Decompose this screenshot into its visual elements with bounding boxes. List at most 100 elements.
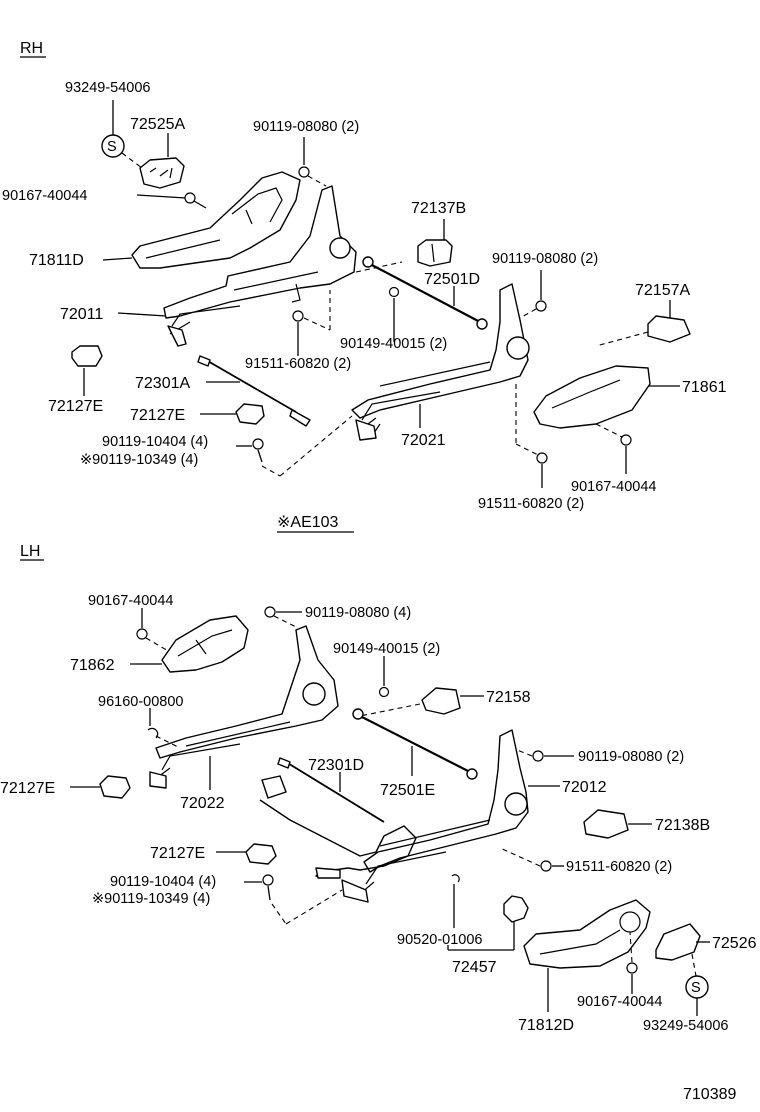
part-label: 91511-60820 (2)	[245, 356, 351, 372]
clip-72127e-shape	[235, 403, 265, 425]
bolt-icon	[264, 606, 276, 618]
leader-line	[117, 312, 167, 317]
knob-72457-shape	[503, 895, 529, 923]
section-label-rh: RH	[20, 40, 43, 57]
s-mark-letter: S	[691, 980, 701, 996]
dashed-leader	[359, 703, 421, 717]
rod-end	[352, 708, 364, 720]
section-label-lh: LH	[20, 543, 40, 560]
dashed-leader	[145, 637, 171, 653]
bolt-icon	[292, 310, 304, 322]
cap-72137b-shape	[417, 239, 453, 267]
part-label: 90167-40044	[88, 593, 173, 609]
cover-detail	[177, 629, 233, 657]
part-label: 72157A	[635, 282, 690, 299]
dashed-leader	[273, 615, 299, 629]
dashed-leader	[303, 317, 331, 331]
part-label: 72011	[60, 306, 103, 323]
part-label: 91511-60820 (2)	[566, 859, 672, 875]
rod-end	[466, 768, 478, 780]
cover-72525a-shape	[139, 157, 185, 189]
track-end	[341, 879, 369, 903]
clip-72127e-shape	[71, 345, 103, 367]
bolt-icon	[536, 452, 548, 464]
part-label: 71812D	[518, 1017, 574, 1034]
part-label: 90119-08080 (4)	[305, 605, 411, 621]
bolt-icon	[540, 860, 552, 872]
part-label: 90167-40044	[577, 994, 662, 1010]
dashed-leader	[279, 415, 353, 477]
track-end	[355, 419, 377, 441]
part-label: 72021	[401, 432, 446, 449]
part-label: 90167-40044	[2, 188, 87, 204]
part-label: 71811D	[29, 252, 84, 269]
cable-end	[289, 409, 311, 427]
cover-detail	[149, 167, 173, 179]
rod-72501e	[359, 715, 471, 773]
bolt-shank	[193, 200, 207, 209]
bolt-icon	[184, 192, 196, 204]
track-end	[149, 771, 167, 789]
s-mark-letter: S	[107, 139, 117, 155]
part-label: 90119-08080 (2)	[578, 749, 684, 765]
leader-line	[136, 194, 187, 199]
cover-71812d-shape	[523, 899, 651, 969]
dashed-leader	[121, 152, 143, 169]
seat-track-72012-shape	[363, 729, 529, 873]
rod-72501d	[369, 263, 481, 323]
part-label: 72301A	[135, 375, 190, 392]
part-label: 96160-00800	[98, 694, 183, 710]
part-label: 72501E	[380, 782, 435, 799]
bracket-72138b-shape	[583, 809, 629, 839]
cable-72301a	[205, 359, 297, 413]
bolt-shank	[257, 449, 263, 463]
part-label: 72127E	[0, 780, 55, 797]
dashed-leader	[307, 175, 327, 187]
dashed-leader	[691, 953, 697, 977]
part-label: ※90119-10349 (4)	[80, 452, 198, 468]
bolt-icon	[298, 166, 310, 178]
dashed-leader	[511, 747, 533, 757]
clip-72127e-shape	[245, 843, 277, 865]
part-label: 72158	[486, 689, 531, 706]
lever-assembly	[259, 799, 417, 879]
part-label: 72301D	[308, 757, 364, 774]
rod-end	[476, 318, 488, 330]
dashed-leader	[519, 308, 537, 319]
bolt-icon	[262, 874, 274, 886]
track-pivot	[302, 682, 326, 706]
dashed-leader	[285, 889, 343, 925]
cover-detail	[145, 187, 283, 259]
part-label: 93249-54006	[65, 80, 150, 96]
bracket-72158-shape	[421, 687, 461, 715]
part-label: 72525A	[130, 116, 185, 133]
part-label: 72127E	[150, 845, 205, 862]
cover-detail	[539, 929, 621, 955]
dashed-leader	[515, 443, 539, 456]
part-label: 91511-60820 (2)	[478, 496, 584, 512]
track-detail	[359, 361, 491, 437]
part-label: 90119-10404 (4)	[102, 434, 208, 450]
part-label: 90520-01006	[397, 932, 482, 948]
lever-handle	[315, 867, 341, 879]
rod-end	[362, 256, 374, 268]
part-label: 72526	[712, 935, 757, 952]
bolt-shank	[267, 885, 271, 901]
part-label: 72022	[180, 795, 225, 812]
part-label: 72457	[452, 959, 497, 976]
cover-71811d-shape	[131, 171, 301, 269]
bracket-end	[261, 775, 287, 799]
dashed-leader	[155, 735, 181, 749]
cable-72301d	[285, 761, 385, 823]
part-label: 72137B	[411, 200, 466, 217]
seat-track-72011-shape	[163, 185, 357, 319]
nut-icon	[378, 686, 390, 698]
seat-track-72021-shape	[351, 283, 529, 419]
part-label: 71862	[70, 657, 115, 674]
snap-ring-icon	[451, 874, 460, 883]
dashed-leader	[595, 423, 623, 438]
seat-track-72022-shape	[155, 625, 339, 759]
part-label: 72012	[562, 779, 607, 796]
part-label: 90149-40015 (2)	[340, 336, 447, 352]
